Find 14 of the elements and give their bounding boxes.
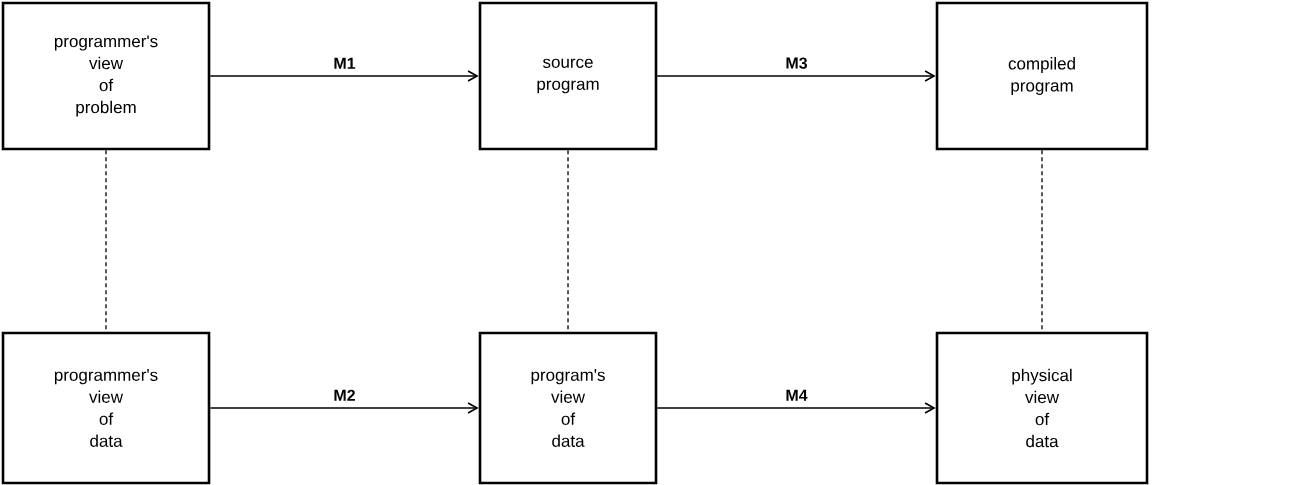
process-box: compiled program [935, 1, 1149, 151]
arrow [656, 402, 936, 414]
process-box: programmer's view of problem [1, 1, 211, 151]
process-box: source program [478, 1, 658, 151]
process-box: programmer's view of data [1, 331, 211, 485]
edge-label: M4 [784, 388, 809, 402]
edge-label: M2 [332, 388, 357, 402]
arrow [209, 402, 479, 414]
edge-label: M1 [332, 56, 357, 70]
arrow [656, 70, 936, 82]
arrow [209, 70, 479, 82]
edge-label: M3 [784, 56, 809, 70]
process-box: program's view of data [478, 331, 658, 485]
process-box: physical view of data [935, 331, 1149, 485]
